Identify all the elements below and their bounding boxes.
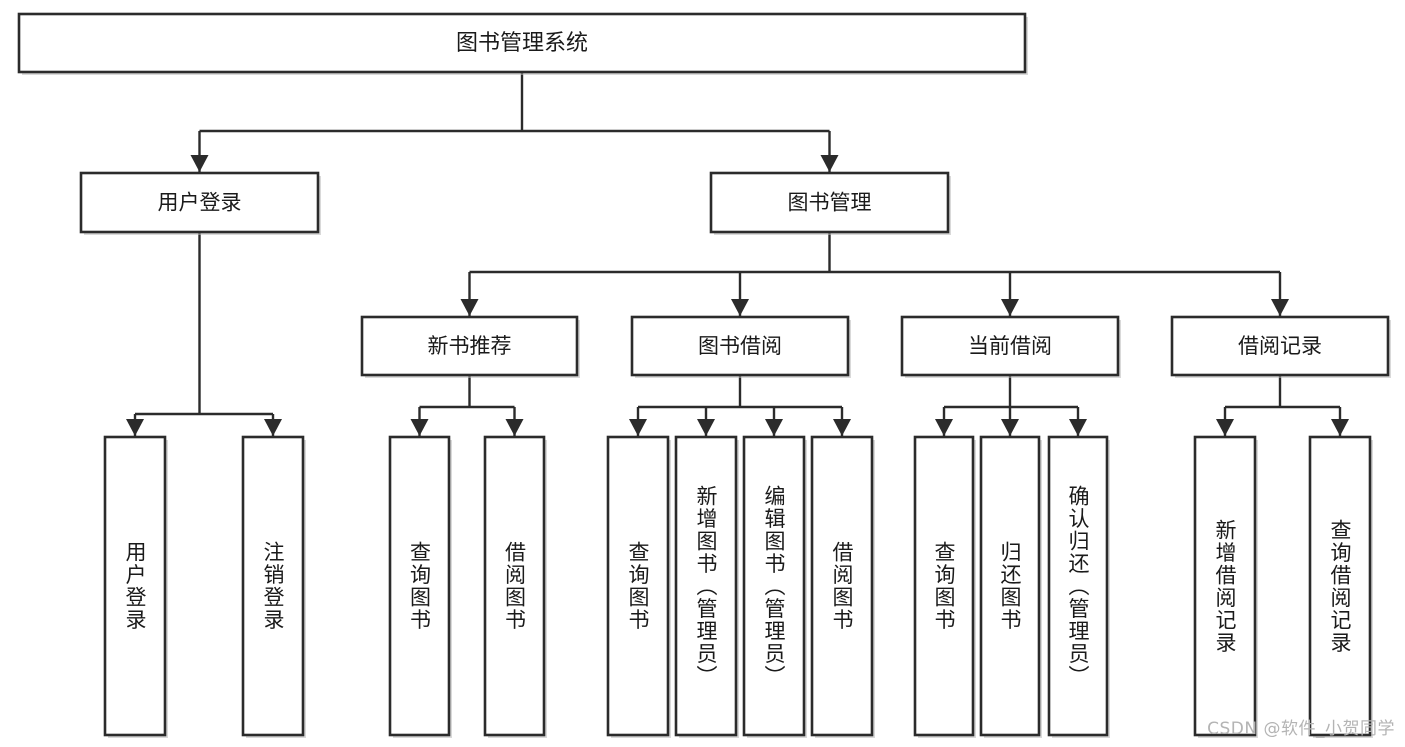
arrow-head-icon: [731, 299, 749, 316]
node-box-leaf-add-borrow-record[interactable]: [1193, 435, 1257, 737]
node-box-leaf-borrow-book[interactable]: [810, 435, 874, 737]
node-label-book-management: 图书管理: [788, 191, 872, 215]
arrow-head-icon: [410, 419, 429, 436]
arrow-head-icon: [264, 419, 282, 436]
arrow-head-icon: [697, 419, 715, 436]
arrow-head-icon: [629, 419, 647, 436]
node-box-new-book-recommend[interactable]: [360, 315, 579, 377]
node-box-leaf-return-book[interactable]: [979, 435, 1041, 737]
node-box-current-borrow[interactable]: [900, 315, 1120, 377]
node-box-book-borrow[interactable]: [630, 315, 850, 377]
arrow-head-icon: [126, 419, 144, 436]
node-box-leaf-user-login[interactable]: [103, 435, 167, 737]
node-box-leaf-query-borrow-record[interactable]: [1308, 435, 1372, 737]
node-box-leaf-borrow-book-rec[interactable]: [483, 435, 546, 737]
arrow-head-icon: [460, 299, 479, 316]
connectors-layer: [126, 72, 1349, 436]
boxes-layer: [17, 12, 1391, 738]
arrow-head-icon: [833, 419, 851, 436]
node-box-leaf-add-book-admin[interactable]: [674, 435, 738, 737]
arrow-head-icon: [1001, 419, 1019, 436]
node-label-new-book-recommend: 新书推荐: [428, 334, 512, 358]
node-box-book-management[interactable]: [709, 171, 950, 234]
node-box-user-login[interactable]: [79, 171, 320, 234]
arrow-head-icon: [765, 419, 783, 436]
arrow-head-icon: [1216, 419, 1234, 436]
arrow-head-icon: [1069, 419, 1087, 436]
node-box-leaf-edit-book-admin[interactable]: [742, 435, 806, 737]
arrow-head-icon: [1271, 299, 1289, 316]
watermark: CSDN @软件_小贺同学: [1207, 719, 1395, 739]
node-label-current-borrow: 当前借阅: [968, 334, 1052, 358]
node-box-leaf-query-book-rec[interactable]: [388, 435, 451, 737]
node-box-leaf-query-book-borrow[interactable]: [606, 435, 670, 737]
node-box-leaf-confirm-return-admin[interactable]: [1047, 435, 1109, 737]
node-box-borrow-record[interactable]: [1170, 315, 1390, 377]
node-box-leaf-query-book-current[interactable]: [913, 435, 975, 737]
node-label-book-borrow: 图书借阅: [698, 334, 782, 358]
arrow-head-icon: [1331, 419, 1349, 436]
arrow-head-icon: [1001, 299, 1019, 316]
node-label-root: 图书管理系统: [456, 31, 588, 56]
node-box-root[interactable]: [17, 12, 1027, 74]
arrow-head-icon: [190, 155, 209, 172]
node-label-user-login: 用户登录: [158, 191, 242, 215]
arrow-head-icon: [935, 419, 953, 436]
arrow-head-icon: [820, 155, 839, 172]
node-box-leaf-logout-login[interactable]: [241, 435, 305, 737]
node-label-borrow-record: 借阅记录: [1238, 334, 1322, 358]
arrow-head-icon: [505, 419, 524, 436]
